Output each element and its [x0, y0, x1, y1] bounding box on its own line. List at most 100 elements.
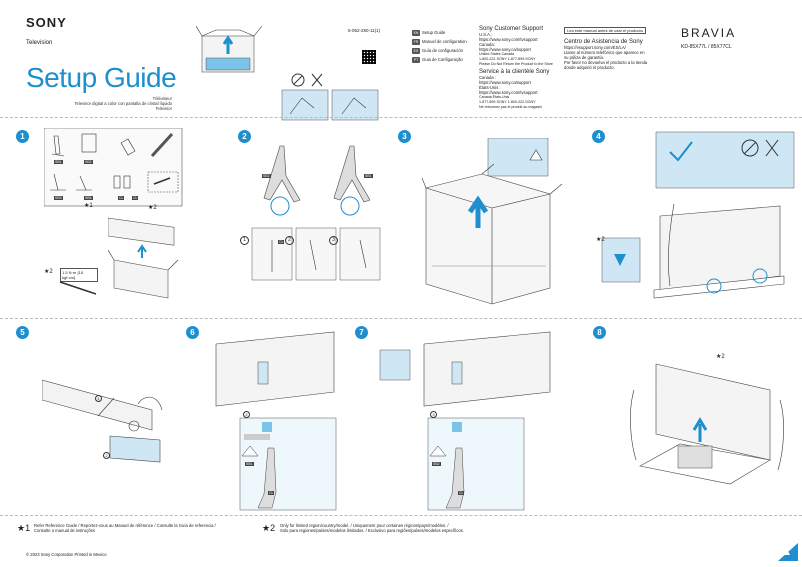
footnote-marker: ★2 [148, 205, 157, 211]
footnote-line: Consulte o manual de instruções [34, 528, 95, 533]
step-number: 3 [398, 130, 411, 143]
step5-stand-mount-illustration [42, 379, 163, 463]
step-number: 6 [186, 326, 199, 339]
part-label: SB1 [54, 160, 63, 164]
guide-label: Manuel de configuration [422, 39, 467, 44]
step6-stand-attach-illustration [215, 331, 337, 511]
support-us-url[interactable]: https://www.sony.com/tvsupport [479, 37, 538, 42]
page-title: Setup Guide [26, 62, 177, 93]
footnote-marker: ★2 [44, 269, 53, 275]
spanish-line: su póliza de garantía. [564, 55, 605, 60]
footnote-marker: ★1 [84, 203, 93, 209]
substep-number: 3 [329, 236, 338, 245]
brand-logo: SONY [26, 15, 67, 30]
substep-number: 2 [243, 411, 250, 418]
product-label: Television [26, 40, 53, 46]
footnote-marker: ★2 [596, 237, 605, 243]
lang-badge: ES [412, 47, 420, 54]
guide-label: Guía de configuración [422, 48, 463, 53]
lang-badge: PT [412, 56, 420, 63]
divider [0, 117, 802, 118]
subtitle-line: Televisor [155, 106, 172, 111]
step-number: 8 [593, 326, 606, 339]
footnote-2: Only for limited region/country/model. /… [280, 523, 520, 533]
footnote-line: Solo para regiones/países/modelos limita… [280, 528, 464, 533]
support-phones-label: United States Canada [479, 52, 515, 56]
step-number: 1 [16, 130, 29, 143]
substep-number: 1 [95, 395, 102, 402]
step3-unbox-illustration [422, 138, 563, 305]
spanish-line: Por favor no devuelva el producto a la t… [564, 60, 648, 65]
support-fr-us-url[interactable]: https://www.sony.com/tvsupport [479, 90, 538, 95]
spanish-url[interactable]: https://esupport.sony.com/ES/LA/ [564, 45, 626, 50]
footnote-marker: ★2 [716, 354, 725, 360]
footnote-1: Refer Reference Guide / Reportez-vous au… [34, 523, 254, 533]
subtitle-line: Téléviseur [152, 96, 172, 101]
part-label: CL [278, 240, 285, 244]
qr-code-icon [362, 50, 376, 64]
spanish-line: donde adquirió el producto. [564, 65, 615, 70]
lang-badge: EN [412, 29, 420, 36]
step1-parts-illustration [44, 128, 183, 207]
step7-stand-attach-illustration [379, 331, 551, 511]
part-label: SB2 [262, 174, 271, 178]
subtitle-line: Televisor digital a color con pantalla d… [74, 101, 172, 106]
document-number: 5-052-280-11(1) [348, 28, 381, 33]
support-fr-us-label: États-Unis : [479, 85, 501, 90]
support-phones: 1-800-222-SONY 1-877-899-SONY [479, 57, 536, 61]
part-label: CL [132, 196, 139, 200]
part-label: SB2 [84, 160, 93, 164]
read-manual-note: Lea este manual antes de usar el product… [564, 27, 646, 34]
footnote-line: Refer Reference Guide / Reportez-vous au… [34, 523, 216, 528]
substep-number: 1 [240, 236, 249, 245]
step-number: 5 [16, 326, 29, 339]
footnote-line: Only for limited region/country/model. /… [280, 523, 449, 528]
part-label: CL [458, 491, 465, 495]
part-label: SB1 [364, 174, 373, 178]
support-fr-phones-label: Canada États-Unis [479, 95, 510, 99]
step-number: 7 [355, 326, 368, 339]
divider [0, 515, 802, 516]
page-corner-icon [778, 543, 798, 561]
part-label: CL [268, 491, 275, 495]
support-canada-url[interactable]: https://www.sony.ca/support [479, 47, 531, 52]
step1-open-box-illustration [108, 217, 179, 299]
header-warning-illustration [281, 73, 379, 121]
support-canada-label: Canada: [479, 42, 495, 47]
support-fr-heading: Service à la clientèle Sony [479, 69, 550, 75]
substep-number: 3 [430, 411, 437, 418]
step8-lift-tv-illustration [630, 363, 784, 485]
screwdriver-icon [59, 281, 97, 295]
model-number: KD-85X77L / 85X77CL [681, 44, 732, 50]
guide-label: Guia de Configuração [422, 57, 463, 62]
part-label: SB2 [432, 462, 441, 466]
part-label: CL [118, 196, 125, 200]
support-fr-canada-url[interactable]: https://www.sony.ca/support [479, 80, 531, 85]
support-fr-canada-label: Canada : [479, 75, 496, 80]
support-return-note: Please Do Not Return the Product to the … [479, 62, 553, 66]
support-us-label: U.S.A.: [479, 32, 493, 37]
step-number: 4 [592, 130, 605, 143]
step2-stand-illustration [251, 145, 381, 281]
customer-support-block: Sony Customer Support U.S.A.: https://ww… [479, 26, 569, 110]
step4-tv-illustration [601, 131, 795, 299]
support-heading: Sony Customer Support [479, 26, 544, 32]
spanish-support-block: Lea este manual antes de usar el product… [564, 27, 664, 70]
torque-spec: 1.5 N·m {15 kgf·cm} [60, 268, 98, 282]
footnote-marker: ★2 [262, 523, 276, 533]
spanish-heading: Centro de Asistencia de Sony [564, 39, 643, 45]
bravia-logo: BRAVIA [681, 26, 737, 40]
copyright: © 2023 Sony Corporation Printed in Mexic… [26, 552, 107, 557]
part-label: SB1 [245, 462, 254, 466]
substep-number: 2 [103, 452, 110, 459]
part-label: SB4 [84, 196, 93, 200]
divider [0, 318, 802, 319]
part-label: SB3 [54, 196, 63, 200]
title-subtitle: Téléviseur Televisor digital a color con… [68, 96, 172, 111]
footnote-marker: ★1 [17, 523, 31, 533]
support-fr-return-note: Ne retournez pas le produit au magasin [479, 105, 542, 109]
